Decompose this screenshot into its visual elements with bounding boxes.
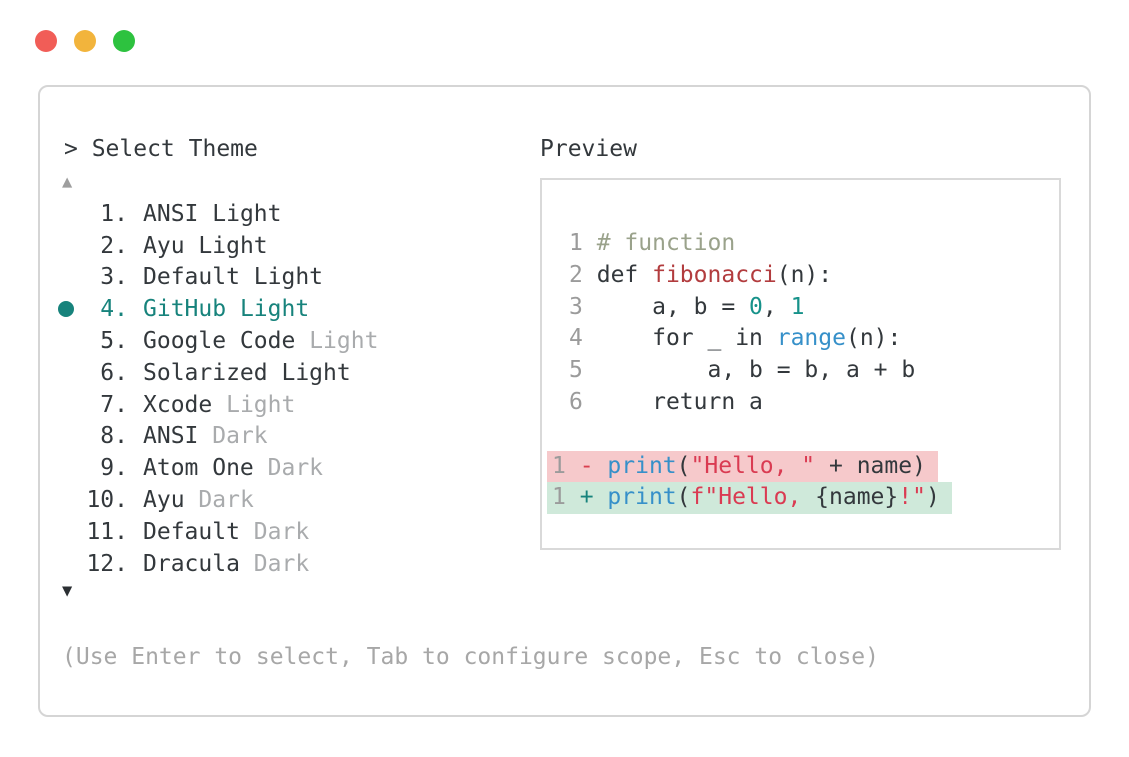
theme-list-item[interactable]: 6. Solarized Light	[56, 357, 378, 389]
theme-item-label: ANSI Light	[143, 200, 282, 227]
theme-list-item[interactable]: 11. Default Dark	[56, 516, 378, 548]
theme-item-label: Default Dark	[143, 518, 310, 545]
code-line: 3 a, b = 0, 1	[569, 293, 805, 320]
theme-picker-window: > Select Theme ▲ 1. ANSI Light 2. Ayu Light…	[38, 85, 1091, 717]
picker-title: > Select Theme	[64, 136, 258, 162]
theme-item-label: Solarized Light	[143, 359, 351, 386]
scroll-down-icon[interactable]: ▼	[62, 581, 73, 601]
theme-item-number: 9.	[100, 455, 128, 482]
theme-list-item[interactable]: 1. ANSI Light	[56, 198, 378, 230]
theme-item-number: 12.	[86, 550, 128, 577]
preview-label: Preview	[540, 136, 637, 162]
theme-item-label: GitHub Light	[143, 296, 310, 323]
theme-item-number: 6.	[100, 359, 128, 386]
line-number: 2	[569, 261, 583, 288]
theme-item-number: 1.	[100, 200, 128, 227]
line-number: 5	[569, 357, 583, 384]
theme-item-label: Google Code Light	[143, 328, 379, 355]
diff-line-added: 1 + print(f"Hello, {name}!")	[547, 482, 952, 515]
line-number: 1	[552, 484, 566, 511]
theme-item-number: 4.	[100, 296, 128, 323]
line-number: 6	[569, 388, 583, 415]
line-number: 1	[552, 452, 566, 479]
code-line: 1 # function	[569, 230, 736, 256]
minimize-button[interactable]	[74, 30, 96, 52]
theme-list-item[interactable]: 7. Xcode Light	[56, 389, 378, 421]
theme-list-item[interactable]: 12. Dracula Dark	[56, 548, 378, 580]
line-number: 3	[569, 293, 583, 320]
preview-pane: 1 # function 2 def fibonacci(n): 3 a, b = …	[540, 178, 1061, 550]
code-line: 5 a, b = b, a + b	[569, 357, 916, 384]
preview-code: 1 # function 2 def fibonacci(n): 3 a, b = …	[547, 228, 952, 515]
code-line: 6 return a	[569, 388, 763, 415]
theme-list-item[interactable]: 4. GitHub Light	[56, 293, 378, 325]
theme-item-label: Dracula Dark	[143, 550, 310, 577]
theme-item-number: 2.	[100, 232, 128, 259]
theme-list-item[interactable]: 3. Default Light	[56, 262, 378, 294]
theme-item-number: 10.	[86, 487, 128, 514]
theme-item-label: Default Light	[143, 264, 324, 291]
code-blank-line	[569, 419, 952, 451]
theme-item-label: Ayu Dark	[143, 487, 254, 514]
theme-item-number: 8.	[100, 423, 128, 450]
theme-item-label: ANSI Dark	[143, 423, 268, 450]
code-line: 2 def fibonacci(n):	[569, 261, 833, 288]
theme-item-label: Atom One Dark	[143, 455, 324, 482]
scroll-up-icon[interactable]: ▲	[62, 172, 73, 192]
theme-list-item[interactable]: 10. Ayu Dark	[56, 484, 378, 516]
window-controls	[35, 30, 135, 52]
code-line: 4 for _ in range(n):	[569, 325, 902, 352]
theme-list-item[interactable]: 5. Google Code Light	[56, 325, 378, 357]
zoom-button[interactable]	[113, 30, 135, 52]
close-button[interactable]	[35, 30, 57, 52]
line-number: 4	[569, 325, 583, 352]
theme-item-label: Xcode Light	[143, 391, 296, 418]
keyboard-hint: (Use Enter to select, Tab to configure s…	[62, 644, 879, 670]
theme-list-item[interactable]: 2. Ayu Light	[56, 230, 378, 262]
theme-item-number: 5.	[100, 328, 128, 355]
selected-bullet-icon	[56, 301, 86, 317]
line-number: 1	[569, 230, 583, 256]
theme-item-number: 11.	[86, 518, 128, 545]
theme-item-number: 3.	[100, 264, 128, 291]
theme-item-number: 7.	[100, 391, 128, 418]
theme-item-label: Ayu Light	[143, 232, 268, 259]
theme-list-item[interactable]: 9. Atom One Dark	[56, 452, 378, 484]
diff-line-removed: 1 - print("Hello, " + name)	[547, 450, 952, 483]
theme-list-item[interactable]: 8. ANSI Dark	[56, 421, 378, 453]
